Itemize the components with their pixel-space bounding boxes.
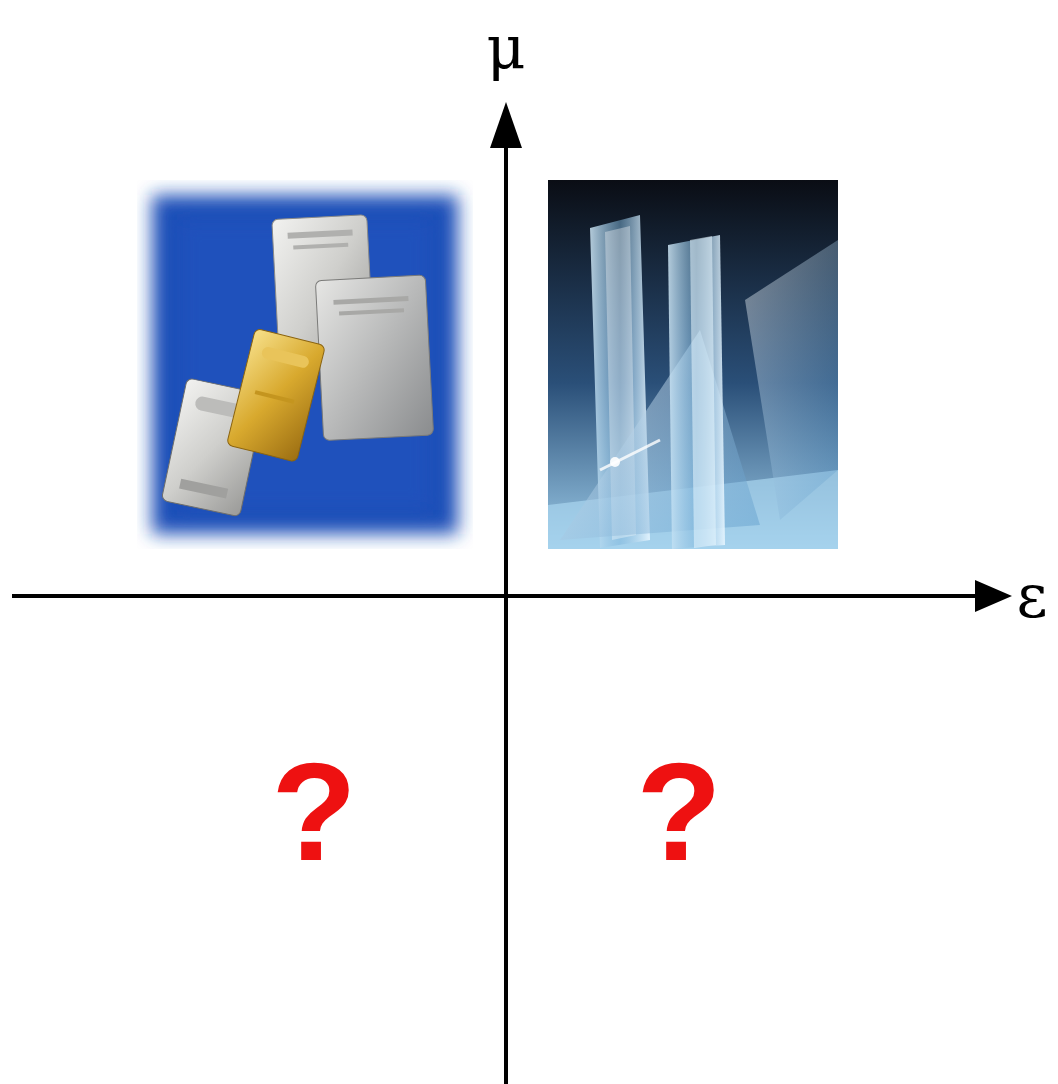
question-mark: ? [636, 742, 722, 882]
axes [12, 102, 1012, 1084]
metal-bars-photo [137, 180, 473, 549]
question-mark: ? [271, 742, 357, 882]
axis-arrowhead [975, 580, 1012, 612]
axis-arrowhead [490, 102, 522, 148]
axis-label: ε [1016, 566, 1047, 626]
glass-prisms-photo [548, 180, 838, 549]
epsilon-axis [12, 594, 980, 598]
mu-axis [504, 140, 508, 1084]
axis-label: μ [487, 18, 526, 78]
